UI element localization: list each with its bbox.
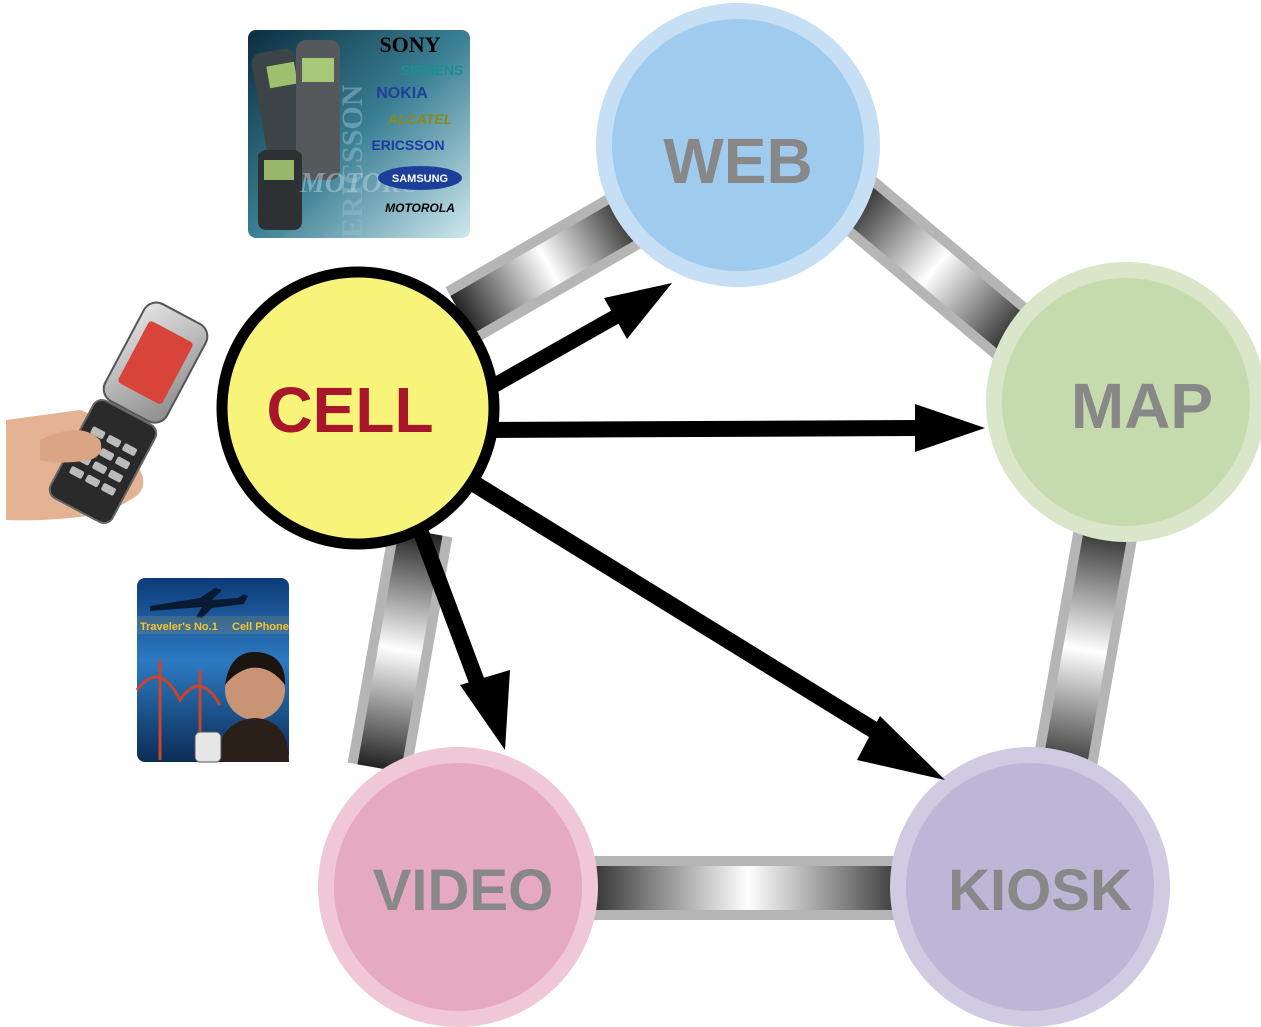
- brand-alcatel: ALCATEL: [387, 111, 452, 127]
- arrow-cell-to-map: [484, 404, 985, 452]
- arrow-cell-to-web: [491, 283, 672, 392]
- hand-phone-image: [6, 301, 209, 524]
- connector-kiosk-video: [578, 856, 918, 920]
- map-circle: [1002, 278, 1250, 526]
- connector-map-kiosk: [1030, 516, 1140, 784]
- thumb-shape: [40, 430, 102, 463]
- brand-siemens: SIEMENS: [400, 62, 463, 78]
- node-video[interactable]: VIDEO: [318, 747, 598, 1027]
- phone-illustration-3: [258, 150, 302, 230]
- ad-headline-part2: Cell Phone: [232, 621, 289, 633]
- video-circle: [334, 763, 582, 1011]
- ad-phone: [194, 731, 222, 763]
- arrows: [412, 283, 985, 780]
- video-label: VIDEO: [373, 858, 554, 923]
- node-map[interactable]: MAP: [986, 262, 1261, 542]
- connector-tubes: [347, 172, 1140, 920]
- node-web[interactable]: WEB: [596, 3, 880, 287]
- kiosk-circle: [906, 763, 1154, 1011]
- ad-headline-part1: Traveler's No.1: [140, 621, 218, 633]
- node-cell[interactable]: CELL: [216, 266, 500, 550]
- brand-nokia: NOKIA: [376, 85, 428, 102]
- map-label: MAP: [1071, 370, 1213, 442]
- brand-sony: SONY: [379, 32, 440, 57]
- brand-motorola: MOTOROLA: [385, 201, 455, 215]
- person-head: [225, 660, 285, 720]
- watermark-text: ERICSSON: [336, 84, 369, 238]
- phone-illustration-2: [296, 40, 340, 180]
- connector-video-cell: [347, 526, 453, 774]
- brands-collage-image: ERICSSON MOTORO SONY SIEMENS NOKIA ALCAT…: [248, 30, 470, 238]
- arrow-cell-to-video: [412, 527, 510, 750]
- person-hair: [225, 651, 286, 685]
- phone-screen: [118, 321, 193, 404]
- travel-ad-image: Traveler's No.1 Cell Phone: [135, 578, 289, 763]
- connector-cell-web: [445, 187, 651, 343]
- node-kiosk[interactable]: KIOSK: [890, 747, 1170, 1027]
- brand-samsung-badge: SAMSUNG: [378, 166, 462, 190]
- brand-samsung: SAMSUNG: [392, 173, 448, 185]
- web-label: WEB: [663, 125, 812, 197]
- cell-label: CELL: [266, 374, 433, 446]
- airplane-icon: [150, 588, 248, 618]
- connector-web-map: [830, 172, 1040, 364]
- web-circle: [612, 19, 864, 271]
- person-body: [215, 718, 289, 762]
- arrow-cell-to-kiosk: [460, 470, 945, 780]
- brand-ericsson: ERICSSON: [371, 137, 444, 153]
- cell-circle: [216, 266, 500, 550]
- kiosk-label: KIOSK: [948, 858, 1132, 923]
